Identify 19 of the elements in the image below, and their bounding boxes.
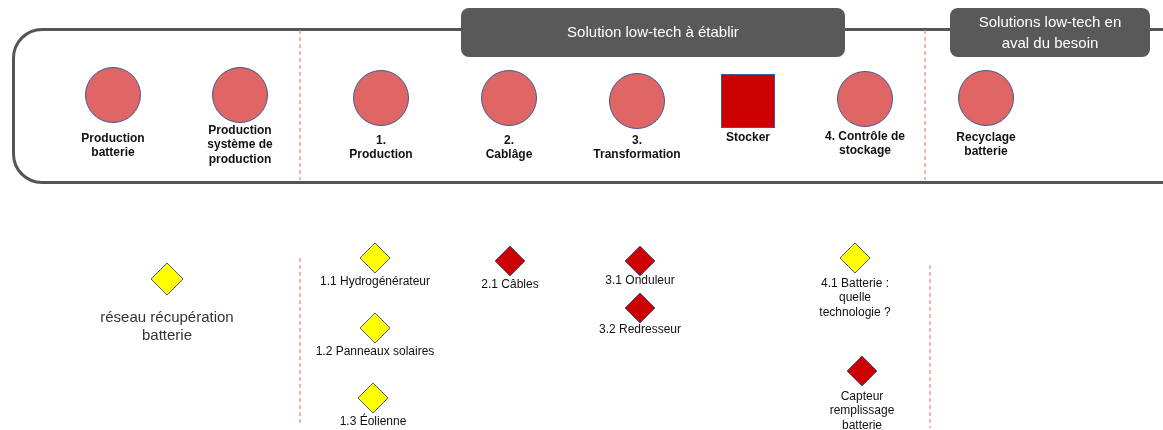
node-label: Stocker	[725, 130, 771, 145]
node-label: 1. Production	[348, 133, 414, 162]
section-tab: Solutions low-tech en aval du besoin	[950, 8, 1150, 57]
node-label: 1.1 Hydrogénérateur	[318, 274, 432, 289]
node-label: 3. Transformation	[592, 133, 682, 162]
node-label: Production batterie	[80, 131, 146, 160]
node-label: 1.2 Panneaux solaires	[314, 344, 436, 359]
node-label: réseau récupération batterie	[99, 308, 235, 344]
node-label: 4.1 Batterie : quelle technologie ?	[818, 276, 892, 320]
section-tab: Solution low-tech à établir	[461, 8, 845, 57]
node-label: Recyclage batterie	[955, 130, 1017, 159]
node-label: 1.3 Éolienne	[338, 414, 408, 429]
node-label: 2.1 Câbles	[480, 277, 540, 292]
node-label: 3.2 Redresseur	[597, 322, 682, 337]
node-label: 4. Contrôle de stockage	[824, 129, 906, 158]
node-label: 2. Cablâge	[484, 133, 534, 162]
node-label: 3.1 Onduleur	[604, 273, 676, 288]
node-label: Production système de production	[206, 123, 274, 167]
node-label: Capteur remplissage batterie	[828, 389, 896, 430]
